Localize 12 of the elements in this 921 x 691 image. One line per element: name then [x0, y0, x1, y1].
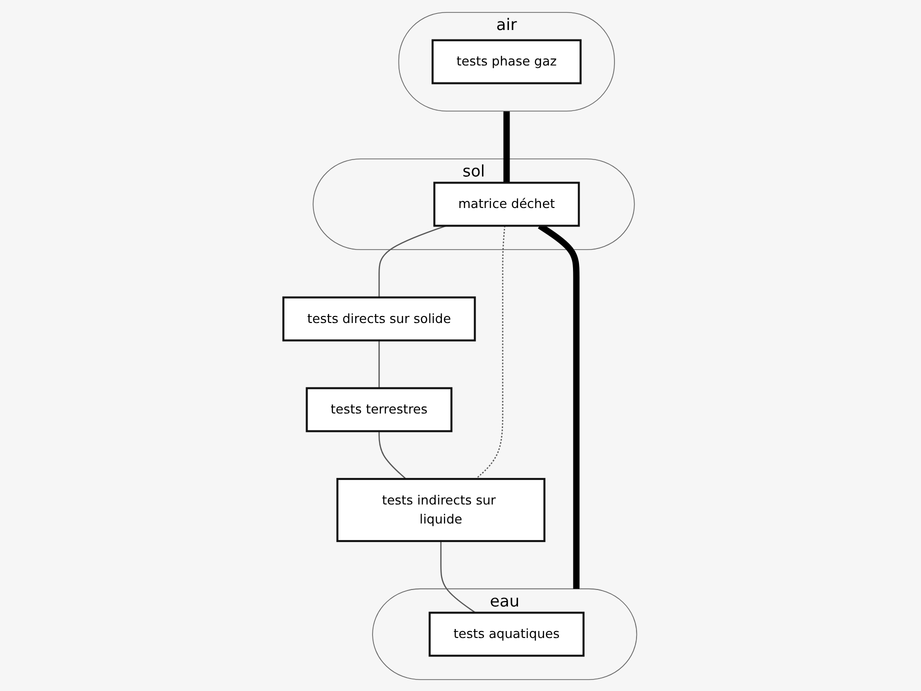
node-box: tests phase gaz	[432, 38, 582, 84]
connector	[378, 224, 447, 297]
node-box: matrice déchet	[434, 181, 580, 226]
connector	[476, 225, 506, 479]
connector	[378, 430, 407, 479]
connector	[378, 340, 380, 388]
connector	[504, 110, 510, 182]
node-box: tests directs sur solide	[282, 296, 476, 341]
connector	[440, 540, 476, 613]
node-box: tests aquatiques	[429, 611, 585, 656]
node-box: tests terrestres	[306, 386, 453, 432]
node-box: tests indirects sur liquide	[336, 477, 546, 542]
